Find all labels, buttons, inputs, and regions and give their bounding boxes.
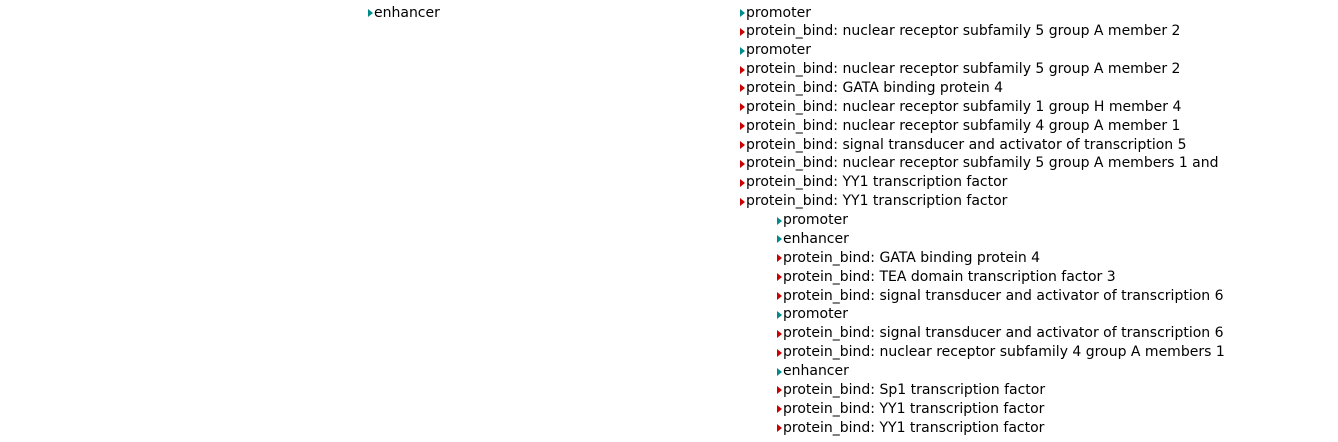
feature-row-protein_bind[interactable]: protein_bind: nuclear receptor subfamily… [740, 22, 1180, 41]
disclosure-arrow-icon[interactable] [740, 159, 745, 168]
feature-row-promoter[interactable]: promoter [777, 211, 848, 230]
feature-label: promoter [746, 4, 811, 21]
disclosure-arrow-icon[interactable] [777, 273, 782, 282]
disclosure-arrow-icon[interactable] [368, 9, 373, 17]
feature-label: protein_bind: nuclear receptor subfamily… [746, 98, 1182, 115]
disclosure-arrow-icon[interactable] [740, 122, 745, 131]
feature-row-protein_bind[interactable]: protein_bind: nuclear receptor subfamily… [740, 60, 1180, 79]
disclosure-arrow-icon[interactable] [777, 254, 782, 263]
disclosure-arrow-icon[interactable] [777, 329, 782, 338]
disclosure-arrow-icon[interactable] [777, 405, 782, 414]
disclosure-arrow-icon[interactable] [777, 367, 782, 376]
feature-label: protein_bind: YY1 transcription factor [783, 400, 1045, 417]
disclosure-arrow-icon[interactable] [740, 197, 745, 206]
feature-row-promoter[interactable]: promoter [777, 305, 848, 324]
feature-row-protein_bind[interactable]: protein_bind: Sp1 transcription factor [777, 381, 1045, 400]
feature-row-protein_bind[interactable]: protein_bind: signal transducer and acti… [740, 136, 1187, 155]
feature-label: protein_bind: signal transducer and acti… [746, 136, 1187, 153]
disclosure-arrow-icon[interactable] [740, 65, 745, 74]
feature-row-protein_bind[interactable]: protein_bind: YY1 transcription factor [740, 173, 1007, 192]
feature-row-protein_bind[interactable]: protein_bind: nuclear receptor subfamily… [740, 117, 1180, 136]
disclosure-arrow-icon[interactable] [740, 46, 745, 55]
feature-label: protein_bind: TEA domain transcription f… [783, 268, 1116, 285]
feature-row-enhancer[interactable]: enhancer [368, 4, 440, 23]
disclosure-arrow-icon[interactable] [777, 310, 782, 319]
feature-row-protein_bind[interactable]: protein_bind: TEA domain transcription f… [777, 268, 1116, 287]
feature-label: protein_bind: nuclear receptor subfamily… [746, 155, 1219, 172]
feature-row-protein_bind[interactable]: protein_bind: signal transducer and acti… [777, 287, 1224, 306]
disclosure-arrow-icon[interactable] [777, 424, 782, 433]
disclosure-arrow-icon[interactable] [777, 216, 782, 225]
feature-row-protein_bind[interactable]: protein_bind: GATA binding protein 4 [777, 249, 1040, 268]
feature-label: promoter [746, 42, 811, 59]
disclosure-arrow-icon[interactable] [777, 292, 782, 301]
disclosure-arrow-icon[interactable] [740, 27, 745, 36]
feature-label: protein_bind: GATA binding protein 4 [746, 79, 1004, 96]
feature-label: promoter [783, 306, 848, 323]
feature-label: protein_bind: nuclear receptor subfamily… [746, 117, 1181, 134]
feature-row-enhancer[interactable]: enhancer [777, 362, 849, 381]
disclosure-arrow-icon[interactable] [740, 178, 745, 187]
feature-row-promoter[interactable]: promoter [740, 41, 811, 60]
feature-label: protein_bind: signal transducer and acti… [783, 287, 1224, 304]
feature-row-protein_bind[interactable]: protein_bind: YY1 transcription factor [777, 400, 1044, 419]
feature-row-protein_bind[interactable]: protein_bind: nuclear receptor subfamily… [740, 154, 1219, 173]
feature-row-protein_bind[interactable]: protein_bind: nuclear receptor subfamily… [740, 98, 1181, 117]
disclosure-arrow-icon[interactable] [777, 386, 782, 395]
feature-label: protein_bind: signal transducer and acti… [783, 325, 1224, 342]
feature-row-protein_bind[interactable]: protein_bind: GATA binding protein 4 [740, 79, 1003, 98]
feature-label: enhancer [374, 4, 440, 21]
feature-label: protein_bind: Sp1 transcription factor [783, 381, 1046, 398]
feature-label: promoter [783, 212, 848, 229]
feature-label: enhancer [783, 230, 849, 247]
disclosure-arrow-icon[interactable] [740, 84, 745, 93]
feature-label: protein_bind: GATA binding protein 4 [783, 249, 1041, 266]
feature-row-protein_bind[interactable]: protein_bind: nuclear receptor subfamily… [777, 343, 1225, 362]
feature-label: protein_bind: nuclear receptor subfamily… [746, 23, 1181, 40]
disclosure-arrow-icon[interactable] [740, 9, 745, 17]
disclosure-arrow-icon[interactable] [777, 348, 782, 357]
feature-row-protein_bind[interactable]: protein_bind: YY1 transcription factor [777, 419, 1044, 438]
feature-label: protein_bind: nuclear receptor subfamily… [783, 344, 1225, 361]
feature-row-protein_bind[interactable]: protein_bind: YY1 transcription factor [740, 192, 1007, 211]
feature-row-promoter[interactable]: promoter [740, 4, 811, 23]
feature-label: enhancer [783, 363, 849, 380]
feature-row-enhancer[interactable]: enhancer [777, 230, 849, 249]
feature-label: protein_bind: YY1 transcription factor [783, 419, 1045, 436]
feature-label: protein_bind: YY1 transcription factor [746, 193, 1008, 210]
feature-label: protein_bind: nuclear receptor subfamily… [746, 61, 1181, 78]
disclosure-arrow-icon[interactable] [740, 141, 745, 150]
feature-label: protein_bind: YY1 transcription factor [746, 174, 1008, 191]
feature-row-protein_bind[interactable]: protein_bind: signal transducer and acti… [777, 324, 1224, 343]
disclosure-arrow-icon[interactable] [777, 235, 782, 244]
disclosure-arrow-icon[interactable] [740, 103, 745, 112]
